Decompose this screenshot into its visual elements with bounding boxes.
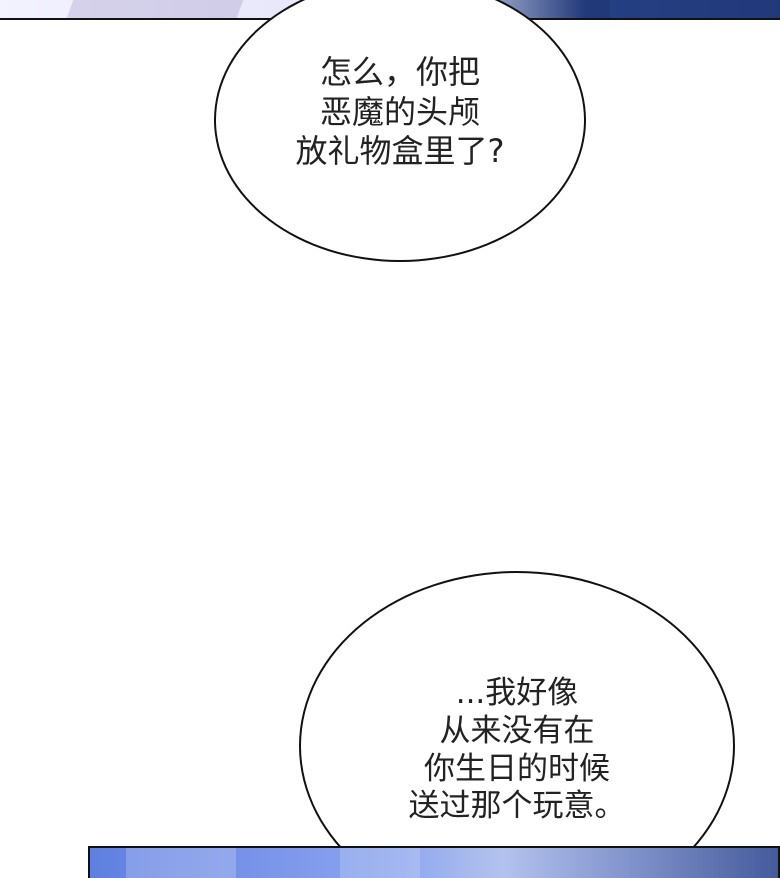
speech-bubble-2: ...我好像 从来没有在 你生日的时候 送过那个玩意。 — [299, 571, 735, 878]
speech-bubble-1: 怎么，你把 恶魔的头颅 放礼物盒里了? — [214, 0, 586, 262]
speech-text-1: 怎么，你把 恶魔的头颅 放礼物盒里了? — [295, 53, 505, 171]
bottom-panel — [88, 846, 780, 878]
speech-text-2: ...我好像 从来没有在 你生日的时候 送过那个玩意。 — [408, 675, 626, 825]
